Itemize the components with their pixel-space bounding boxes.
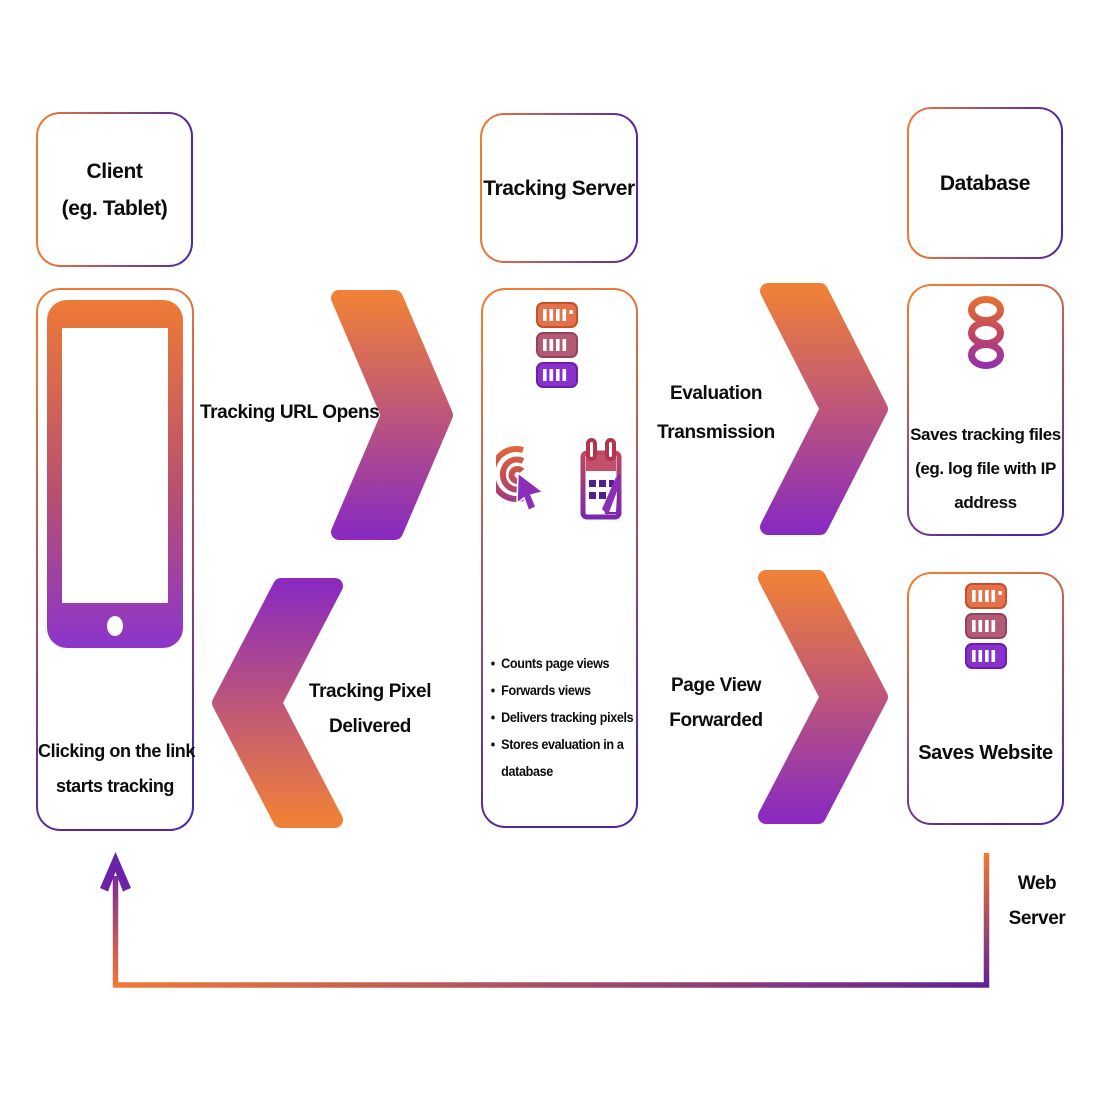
client-caption-line2: starts tracking xyxy=(55,776,175,796)
arrow-label-text: Delivered xyxy=(329,716,411,737)
client-box: Clicking on the link starts tracking xyxy=(36,288,196,831)
web-server-box: Saves Website xyxy=(907,572,1064,825)
bullet-item: Delivers tracking pixels xyxy=(489,704,638,731)
server-rack-icon xyxy=(965,583,1007,669)
bullet-item: Counts page views xyxy=(489,650,638,677)
bullet-text: Counts page views xyxy=(501,655,610,671)
arrow-label-tracking-url-opens: Tracking URL Opens xyxy=(200,402,380,424)
client-title-box: Client (eg. Tablet) xyxy=(36,112,193,267)
chevron-right-page-view-icon xyxy=(758,570,888,824)
click-tracking-icon xyxy=(496,446,545,512)
tracking-server-title-box: Tracking Server xyxy=(480,113,638,263)
arrow-label-text: Transmission xyxy=(657,422,775,443)
arrow-label-text: Forwarded xyxy=(669,710,763,731)
client-title-line2: (eg. Tablet) xyxy=(61,196,168,220)
database-caption-line3: address xyxy=(954,493,1017,512)
web-server-label-line2: Server xyxy=(1008,908,1066,929)
tracking-server-bullet-list: Counts page views Forwards views Deliver… xyxy=(489,650,638,785)
database-title: Database xyxy=(939,171,1031,195)
arrow-label-page-view-forwarded: Page View Forwarded xyxy=(648,668,784,738)
tracking-server-title: Tracking Server xyxy=(483,176,635,200)
arrow-label-text: Tracking Pixel xyxy=(308,681,432,702)
arrow-label-text: Tracking URL Opens xyxy=(200,402,380,423)
bullet-item: Forwards views xyxy=(489,677,638,704)
tablet-icon xyxy=(47,300,183,648)
bullet-text: Forwards views xyxy=(501,682,591,698)
database-title-box: Database xyxy=(907,107,1063,259)
database-cylinder-icon xyxy=(968,296,1004,369)
bullet-text: Stores evaluation in a database xyxy=(501,736,624,779)
client-title: Client (eg. Tablet) xyxy=(38,114,191,265)
bullet-item: Stores evaluation in a database xyxy=(489,731,638,785)
database-caption-line1: Saves tracking files xyxy=(910,425,1061,444)
chevron-right-tracking-url-icon xyxy=(331,290,453,540)
chevron-left-tracking-pixel-icon xyxy=(212,578,343,828)
arrow-label-evaluation-transmission: Evaluation Transmission xyxy=(648,374,784,452)
chevron-right-evaluation-icon xyxy=(760,283,888,535)
calendar-icon xyxy=(580,438,622,520)
arrow-label-text: Evaluation xyxy=(669,383,763,404)
arrow-label-text: Page View xyxy=(670,675,762,696)
bullet-text: Delivers tracking pixels xyxy=(501,709,634,725)
web-server-label-line1: Web xyxy=(1017,873,1057,894)
web-server-connector-label: Web Server xyxy=(1003,866,1071,936)
arrow-label-tracking-pixel-delivered: Tracking Pixel Delivered xyxy=(300,674,440,744)
arrowhead-up-icon xyxy=(100,852,131,892)
database-box: Saves tracking files (eg. log file with … xyxy=(907,284,1064,536)
tracking-server-box: Counts page views Forwards views Deliver… xyxy=(481,288,638,828)
database-caption: Saves tracking files (eg. log file with … xyxy=(909,418,1062,520)
client-caption: Clicking on the link starts tracking xyxy=(38,734,196,804)
client-caption-line1: Clicking on the link xyxy=(38,741,196,761)
database-caption-line2: (eg. log file with IP xyxy=(915,459,1056,478)
web-server-caption: Saves Website xyxy=(918,742,1053,764)
server-rack-icon xyxy=(536,302,578,388)
client-title-line1: Client xyxy=(86,159,143,183)
